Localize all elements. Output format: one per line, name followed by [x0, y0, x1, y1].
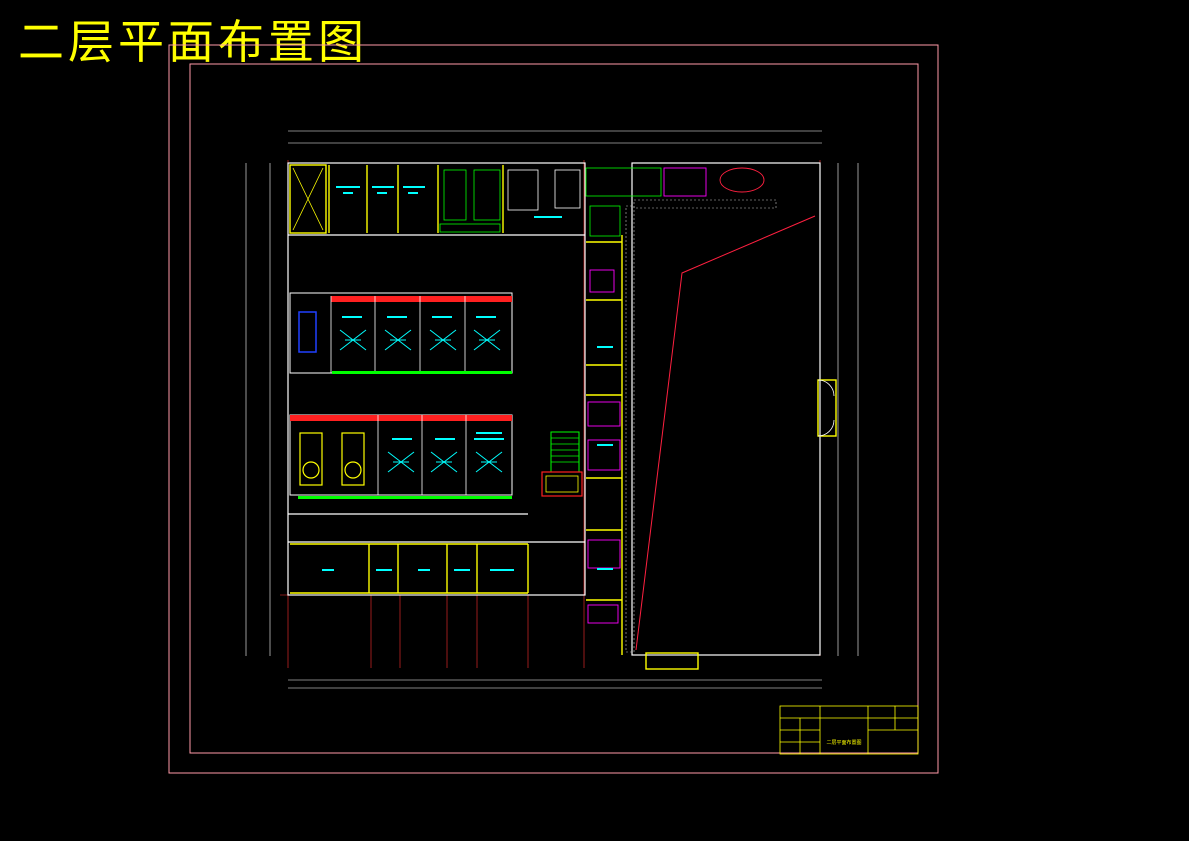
drawing-title: 二层平面布置图: [18, 15, 368, 69]
corridor-top: [633, 199, 777, 209]
office-furniture: [439, 167, 662, 237]
title-block-drawing-name: 二层平面布置图: [826, 739, 861, 746]
side-door: [817, 379, 835, 437]
grid-axes: [280, 160, 821, 668]
room-partitions: [289, 164, 837, 670]
workshop-bays-lower: [289, 414, 513, 499]
room-label-marks: [322, 186, 613, 571]
inner-frame: [189, 63, 919, 754]
office-furniture-white: [507, 169, 581, 211]
roof-slope-line: [635, 215, 816, 651]
building-walls: [287, 162, 821, 656]
outer-frame: [168, 44, 939, 774]
corridor-strip: [625, 205, 635, 653]
dimension-lines: [245, 130, 859, 689]
fixtures: [587, 167, 765, 624]
elevator-shaft: [292, 167, 324, 231]
stair-core: [541, 431, 583, 497]
title-block: [779, 705, 919, 755]
workshop-bays-upper: [289, 292, 513, 374]
